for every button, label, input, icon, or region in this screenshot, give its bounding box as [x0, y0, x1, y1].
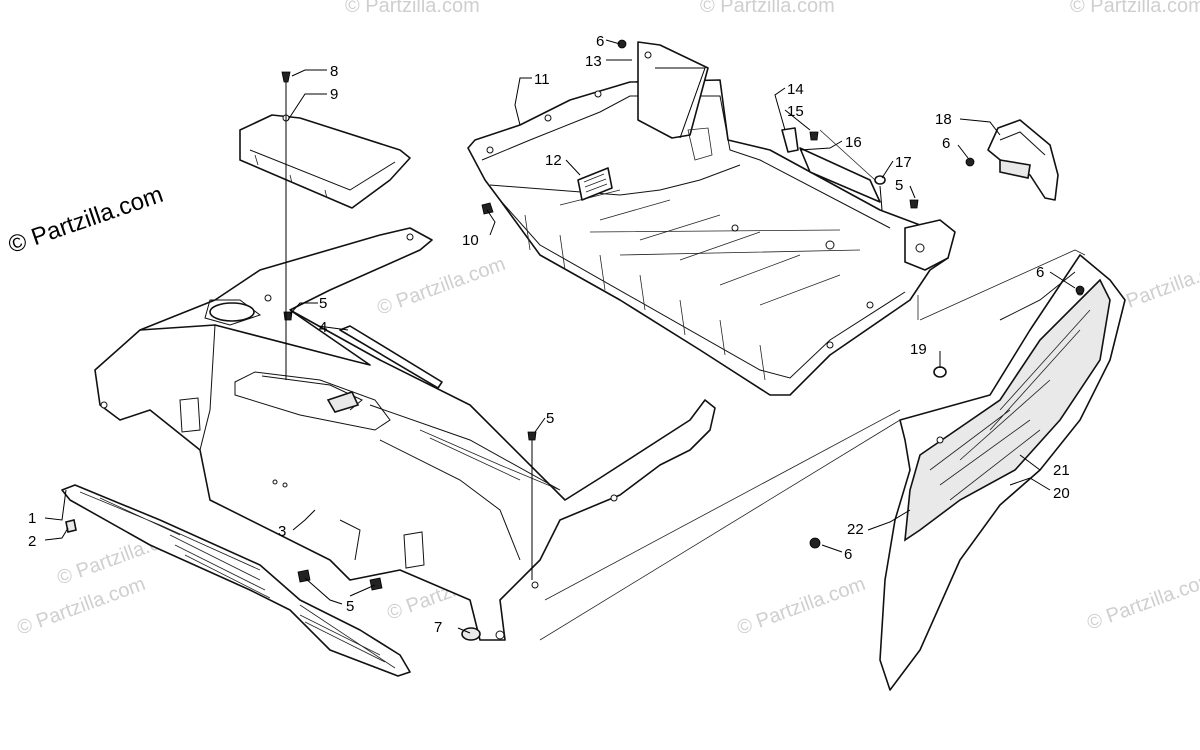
watermark: © Partzilla.com: [14, 573, 148, 640]
callout-6: 6: [596, 33, 604, 50]
watermark: © Partzilla.com: [1084, 568, 1200, 635]
callout-17: 17: [895, 154, 912, 171]
callout-8: 8: [330, 63, 338, 80]
callout-13: 13: [585, 53, 602, 70]
hardware: [281, 39, 1085, 641]
callout-22: 22: [847, 521, 864, 538]
trim-strip: [339, 325, 443, 389]
watermark: © Partzilla.com: [700, 0, 835, 17]
grab-handle: [987, 119, 1059, 201]
watermark: © Partzilla.com: [374, 253, 508, 320]
callout-6: 6: [844, 546, 852, 563]
storage-lid: [239, 114, 411, 209]
callout-5: 5: [346, 598, 354, 615]
callout-6: 6: [942, 135, 950, 152]
callout-9: 9: [330, 86, 338, 103]
callout-5: 5: [546, 410, 554, 427]
leader-lines: [44, 39, 1086, 641]
rear-body-panel: [94, 227, 716, 641]
callout-7: 7: [434, 619, 442, 636]
callout-15: 15: [787, 103, 804, 120]
callout-20: 20: [1053, 485, 1070, 502]
callout-5: 5: [319, 295, 327, 312]
callout-19: 19: [910, 341, 927, 358]
side-panel: [879, 254, 1126, 691]
callout-18: 18: [935, 111, 952, 128]
callout-11: 11: [534, 71, 550, 88]
callout-1: 1: [28, 510, 36, 527]
callout-14: 14: [787, 81, 804, 98]
watermark: © Partzilla.com: [1070, 0, 1200, 17]
callout-5: 5: [895, 177, 903, 194]
lower-trim: [61, 484, 411, 677]
callout-10: 10: [462, 232, 479, 249]
storage-tray: [467, 41, 956, 396]
callout-21: 21: [1053, 462, 1070, 479]
watermark: © Partzilla.com: [734, 573, 868, 640]
callout-16: 16: [845, 134, 862, 151]
callout-4: 4: [319, 319, 327, 336]
watermark: © Partzilla.com: [345, 0, 480, 17]
callout-3: 3: [278, 523, 286, 540]
callout-2: 2: [28, 533, 36, 550]
callout-6: 6: [1036, 264, 1044, 281]
callout-12: 12: [545, 152, 562, 169]
callout-labels: 1 2 3 4 5 5 5 5 6 6 6 6 7 8 9 10 11 12 1…: [28, 33, 1070, 636]
